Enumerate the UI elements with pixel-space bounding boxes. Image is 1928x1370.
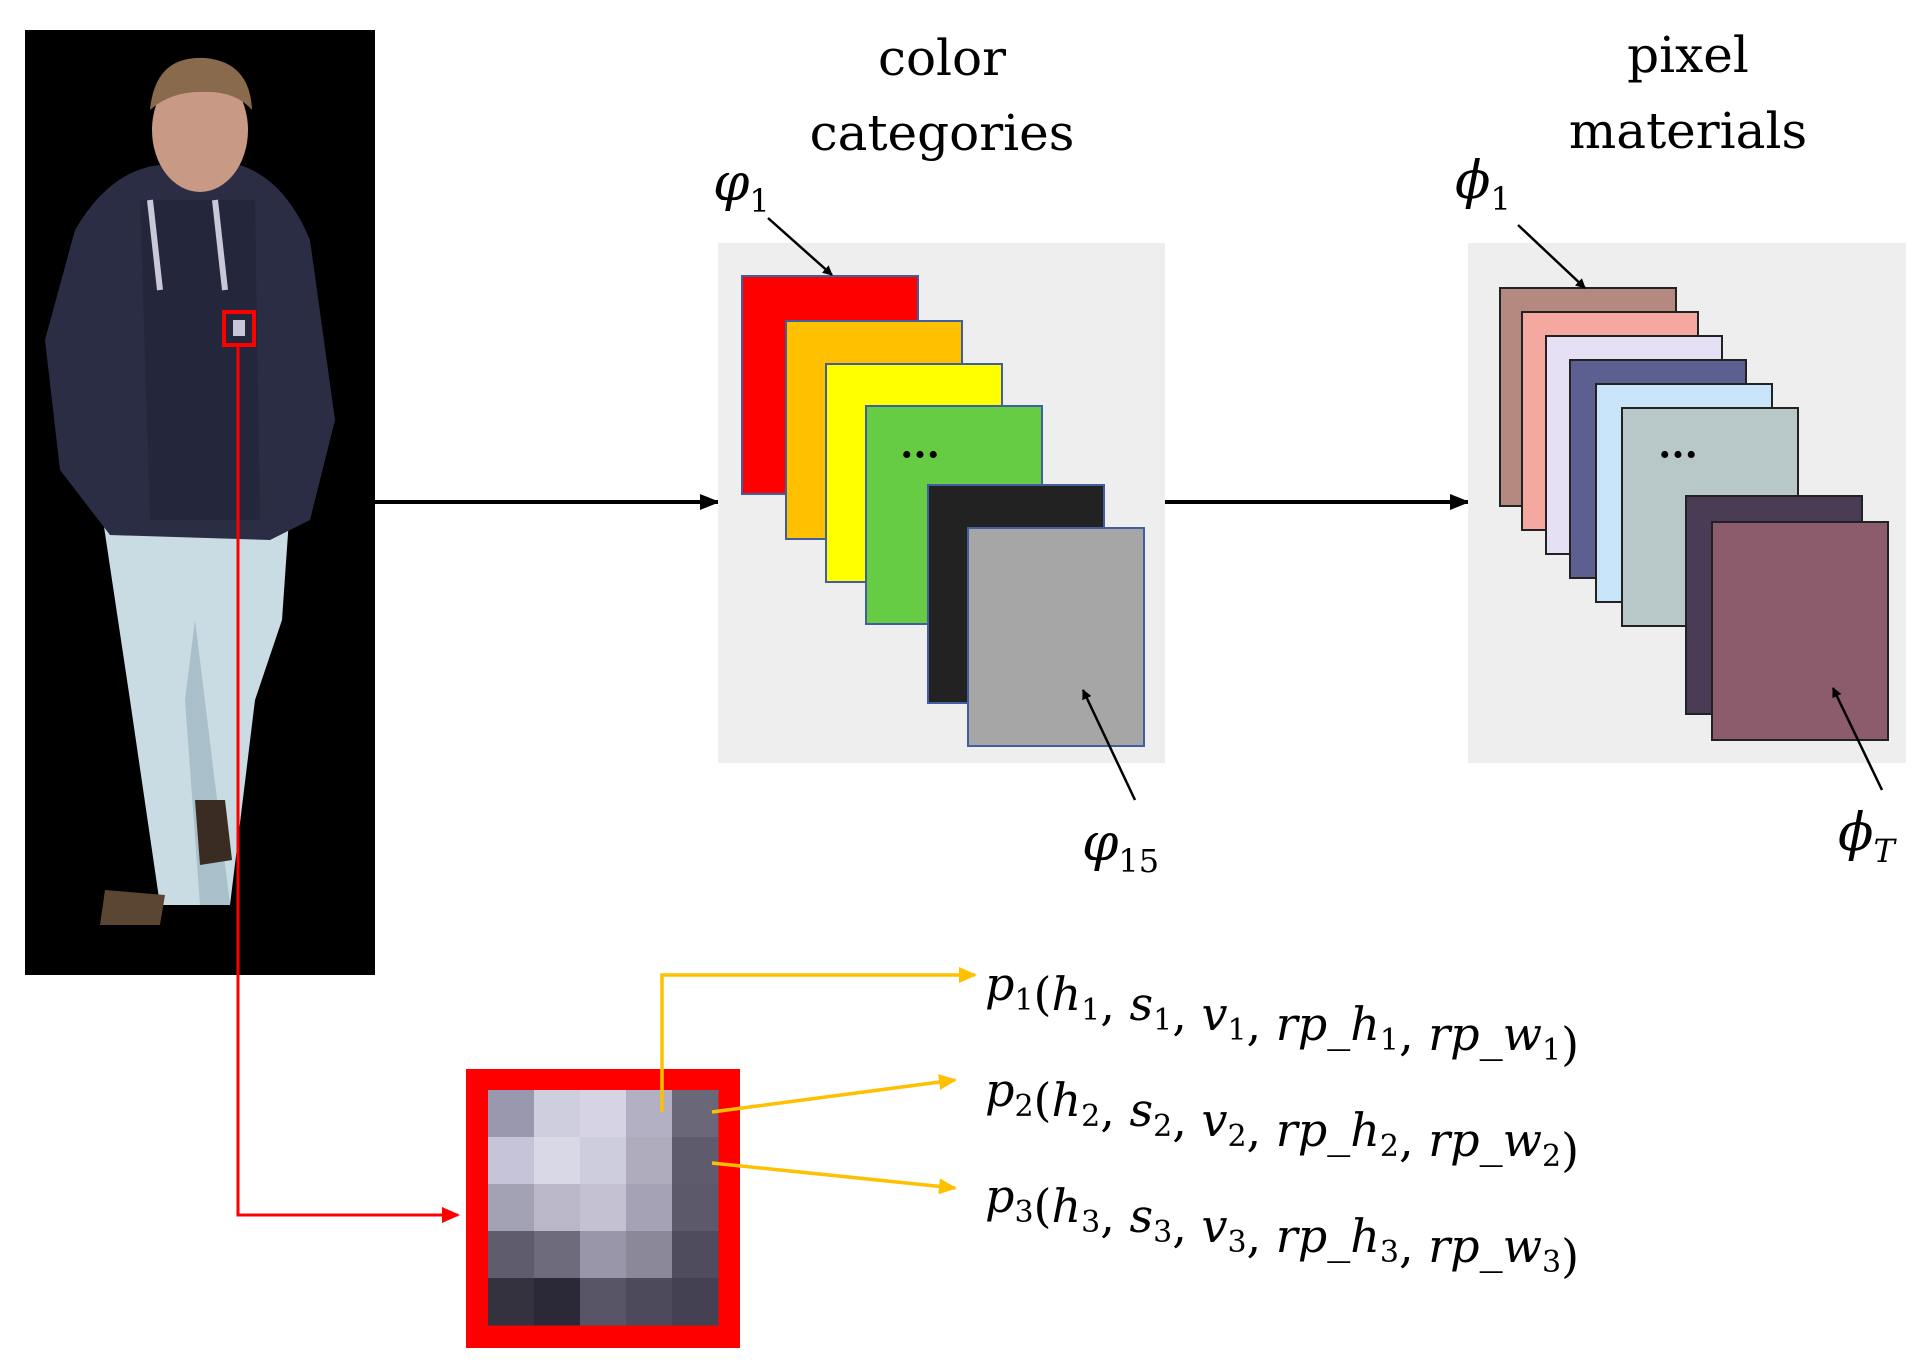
patch-pixel [488,1137,535,1185]
color-category-card-6 [967,527,1145,747]
pixel-title-line1: pixel [1627,26,1749,84]
pixel-material-card-8 [1711,521,1889,741]
phi-15-pointer [1081,689,1137,801]
patch-pixel [672,1184,719,1232]
phi-1-label: φ1 [713,153,770,220]
patch-pixel [534,1231,581,1279]
formula-p3: p3(h3, s3, v3, rp_h3, rp_w3) [985,1169,1579,1283]
patch-pixel [580,1137,627,1185]
Phi-1-pointer [1517,224,1586,289]
patch-pixel [626,1090,673,1138]
patch-pixel [534,1137,581,1185]
patch-pixel [626,1137,673,1185]
Phi-1-label: ϕ1 [1455,151,1511,218]
zoomed-patch-grid [488,1090,719,1326]
patch-pixel [534,1184,581,1232]
color-category-stack [741,275,1145,747]
patch-pixel [672,1278,719,1326]
patch-pixel [488,1278,535,1326]
patch-pixel [534,1278,581,1326]
material-ellipsis: ··· [1658,432,1698,477]
patch-pixel [672,1137,719,1185]
patch-pixel [626,1278,673,1326]
patch-pixel [580,1090,627,1138]
color-ellipsis: ··· [900,432,940,477]
patch-pixel [626,1231,673,1279]
patch-pixel [672,1090,719,1138]
pixel-material-stack [1499,287,1889,741]
patch-pixel [580,1231,627,1279]
pixel-title-line2: materials [1569,102,1807,160]
phi-1-pointer [767,217,833,276]
color-title-line2: categories [810,104,1075,162]
formula-p2: p2(h2, s2, v2, rp_h2, rp_w2) [985,1063,1579,1177]
patch-pixel [580,1184,627,1232]
color-title-line1: color [878,29,1006,87]
pixel-formulas: p1(h1, s1, v1, rp_h1, rp_w1)p2(h2, s2, v… [985,957,1579,1283]
patch-pixel [488,1090,535,1138]
Phi-T-pointer [1831,687,1884,791]
zoom-connector-arrow [236,345,460,1223]
patch-pixel [488,1184,535,1232]
Phi-T-label: ϕT [1838,803,1897,870]
patch-pixel [488,1231,535,1279]
patch-pixel [580,1278,627,1326]
pedestrian-image [25,30,375,975]
patch-pixel [626,1184,673,1232]
formula-arrow-2 [711,1074,957,1114]
phi-15-label: φ15 [1082,813,1159,880]
patch-pixel [534,1090,581,1138]
formula-p1: p1(h1, s1, v1, rp_h1, rp_w1) [985,957,1579,1071]
formula-arrow-1 [660,967,977,1112]
formula-arrow-3 [711,1161,957,1195]
patch-pixel [672,1231,719,1279]
